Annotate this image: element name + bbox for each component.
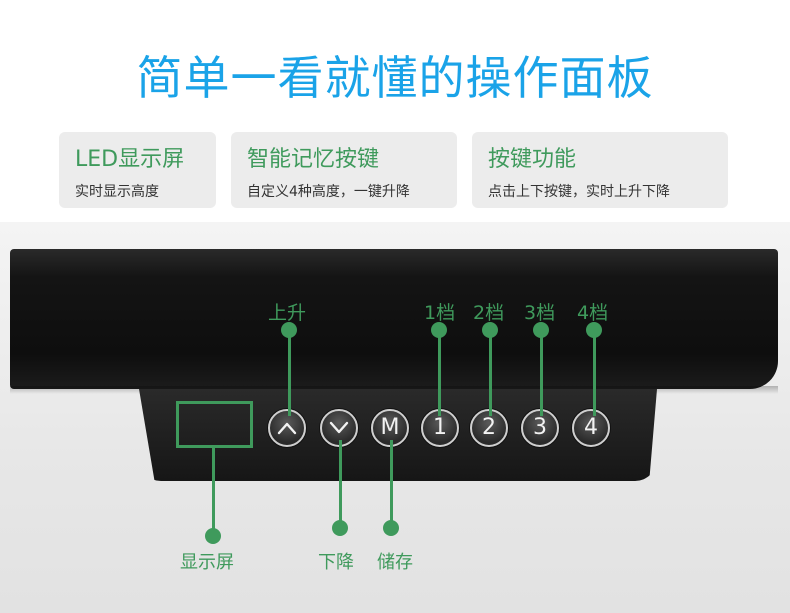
- callout-line: [390, 440, 393, 528]
- callout-label-store: 储存: [377, 552, 413, 573]
- preset-4-label: 4: [584, 415, 598, 440]
- callout-line: [593, 330, 596, 416]
- chevron-up-icon: [277, 422, 297, 435]
- feature-desc: 点击上下按键，实时上升下降: [488, 184, 670, 200]
- feature-title: LED显示屏: [75, 147, 185, 172]
- feature-title: 按键功能: [488, 147, 577, 172]
- callout-label-preset-4: 4档: [577, 302, 609, 324]
- callout-label-up: 上升: [268, 302, 307, 324]
- preset-3-label: 3: [533, 415, 547, 440]
- callout-dot: [205, 528, 221, 544]
- desk-top: [10, 249, 778, 389]
- callout-line: [438, 330, 441, 416]
- led-display: [176, 401, 253, 448]
- callout-line: [489, 330, 492, 416]
- up-button[interactable]: [268, 409, 306, 447]
- chevron-down-icon: [329, 421, 349, 434]
- feature-desc: 自定义4种高度，一键升降: [247, 184, 410, 200]
- preset-2-label: 2: [482, 415, 496, 440]
- callout-dot: [332, 520, 348, 536]
- callout-label-preset-1: 1档: [424, 302, 456, 324]
- callout-label-down: 下降: [318, 552, 354, 573]
- feature-card-memory-keys: 智能记忆按键 自定义4种高度，一键升降: [231, 132, 457, 208]
- callout-dot: [383, 520, 399, 536]
- callout-line: [339, 440, 342, 528]
- feature-card-led-display: LED显示屏 实时显示高度: [59, 132, 216, 208]
- callout-label-preset-2: 2档: [473, 302, 505, 324]
- page-title: 简单一看就懂的操作面板: [136, 51, 654, 105]
- callout-label-display: 显示屏: [180, 552, 234, 573]
- feature-desc: 实时显示高度: [75, 184, 159, 200]
- callout-line: [540, 330, 543, 416]
- callout-label-preset-3: 3档: [524, 302, 556, 324]
- preset-1-label: 1: [433, 415, 447, 440]
- feature-title: 智能记忆按键: [247, 147, 380, 172]
- callout-line: [288, 330, 291, 416]
- feature-card-key-function: 按键功能 点击上下按键，实时上升下降: [472, 132, 728, 208]
- memory-button-label: M: [380, 415, 400, 440]
- preset-4-button[interactable]: 4: [572, 409, 610, 447]
- callout-line: [212, 448, 215, 532]
